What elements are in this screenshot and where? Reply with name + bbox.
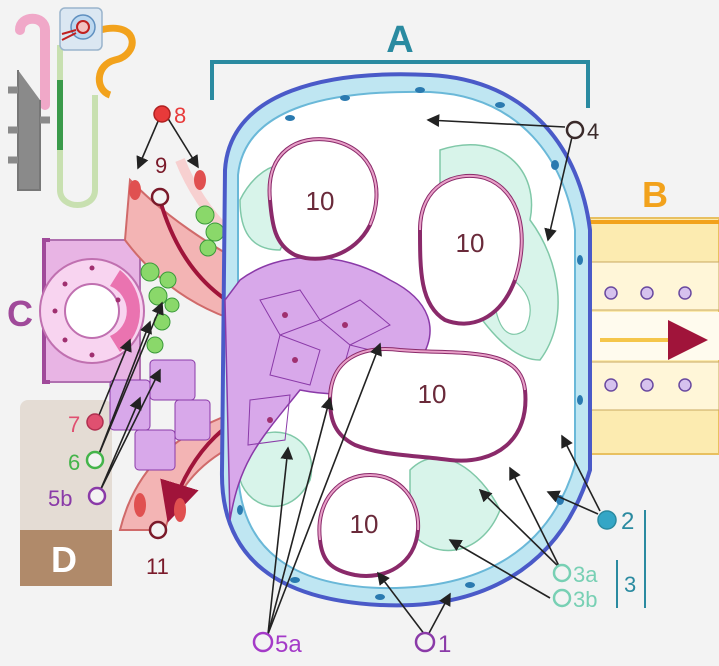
svg-text:3b: 3b [573, 587, 597, 612]
callout-1: 1 [416, 631, 451, 658]
callout-5a: 5a [254, 631, 302, 658]
proximal-tubule: B [590, 174, 719, 454]
svg-text:2: 2 [621, 508, 634, 535]
nephron-inset [8, 8, 132, 205]
svg-text:5a: 5a [275, 631, 302, 658]
svg-text:4: 4 [587, 119, 599, 144]
svg-text:7: 7 [68, 412, 80, 437]
svg-text:9: 9 [155, 153, 167, 178]
callout-3b: 3b [554, 587, 597, 612]
capillary-label-1: 10 [306, 186, 335, 216]
svg-text:3a: 3a [573, 562, 598, 587]
svg-text:6: 6 [68, 450, 80, 475]
svg-text:8: 8 [174, 103, 186, 128]
callout-9: 9 [152, 153, 168, 205]
svg-text:5b: 5b [48, 486, 72, 511]
label-a: A [386, 19, 413, 61]
distal-tubule: C [7, 240, 144, 382]
capillary-label-2: 10 [456, 228, 485, 258]
svg-text:11: 11 [146, 554, 169, 579]
callout-11: 11 [146, 522, 169, 579]
callout-3a: 3a [554, 562, 598, 587]
label-c: C [7, 293, 33, 334]
capillary-label-4: 10 [350, 509, 379, 539]
callout-2: 2 [598, 508, 634, 535]
svg-text:3: 3 [624, 572, 636, 597]
label-b: B [642, 174, 668, 215]
svg-text:1: 1 [438, 631, 451, 658]
callout-8: 8 [154, 103, 186, 128]
capillary-label-3: 10 [418, 379, 447, 409]
label-d: D [51, 539, 77, 580]
